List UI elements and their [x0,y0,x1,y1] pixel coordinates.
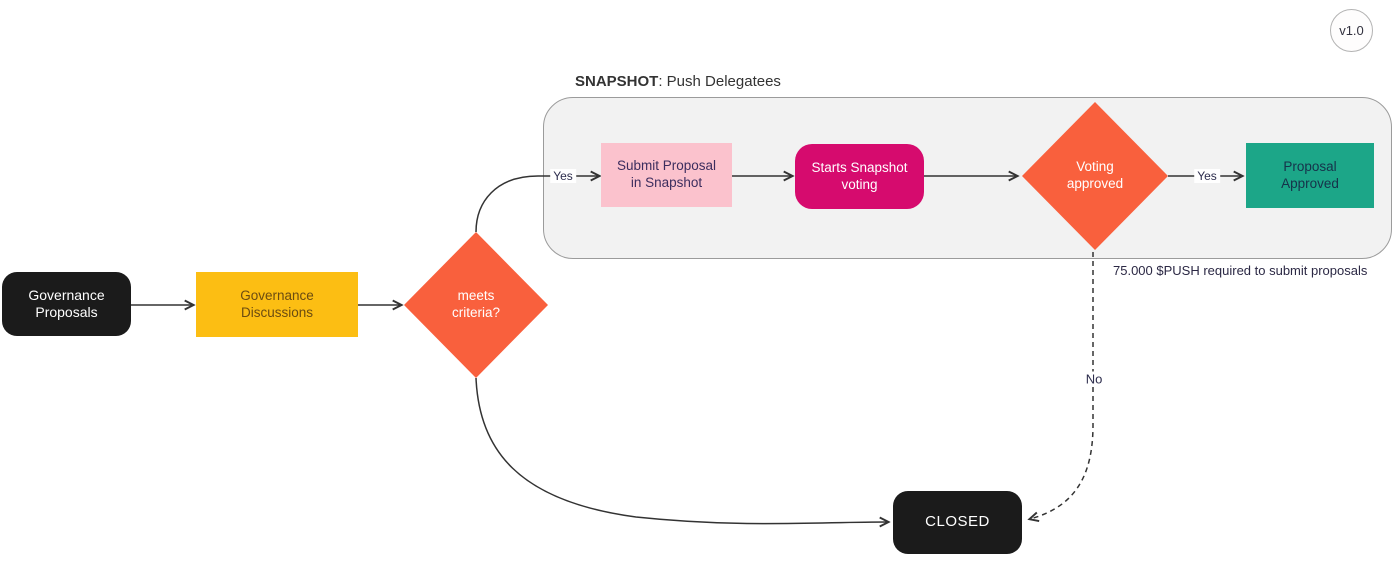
node-closed: CLOSED [893,491,1022,554]
node-closed-label: CLOSED [925,513,990,531]
push-requirement-note: 75.000 $PUSH required to submit proposal… [1113,263,1368,278]
edge-criteria-yes-to-submit [475,176,599,233]
group-title-bold: SNAPSHOT [575,73,659,90]
node-governance-proposals: Governance Proposals [2,272,131,336]
snapshot-group-title: SNAPSHOT: Push Delegatees [575,73,781,90]
node-governance-proposals-label: Governance Proposals [28,286,105,321]
edge-label-voting-no: No [1082,371,1106,387]
edge-label-voting-yes: Yes [1194,169,1220,183]
node-starts-voting: Starts Snapshot voting [795,144,924,209]
edge-approved-no-to-closed [1030,252,1094,519]
node-meets-criteria-label: meets criteria? [451,288,500,320]
node-voting-approved-label: Voting approved [1066,159,1124,191]
node-submit-proposal: Submit Proposal in Snapshot [601,143,732,207]
edge-label-criteria-yes: Yes [550,169,576,183]
node-governance-discussions: Governance Discussions [196,272,358,337]
edge-criteria-no-to-closed [475,377,888,524]
node-starts-voting-label: Starts Snapshot voting [811,159,908,192]
node-submit-proposal-label: Submit Proposal in Snapshot [616,158,717,190]
node-proposal-approved-label: Proposal Approved [1281,158,1339,191]
group-title-rest: : Push Delegatees [658,73,781,90]
node-proposal-approved: Proposal Approved [1246,143,1374,208]
version-badge-label: v1.0 [1339,23,1364,38]
version-badge: v1.0 [1330,9,1373,52]
node-governance-discussions-label: Governance Discussions [240,287,314,320]
